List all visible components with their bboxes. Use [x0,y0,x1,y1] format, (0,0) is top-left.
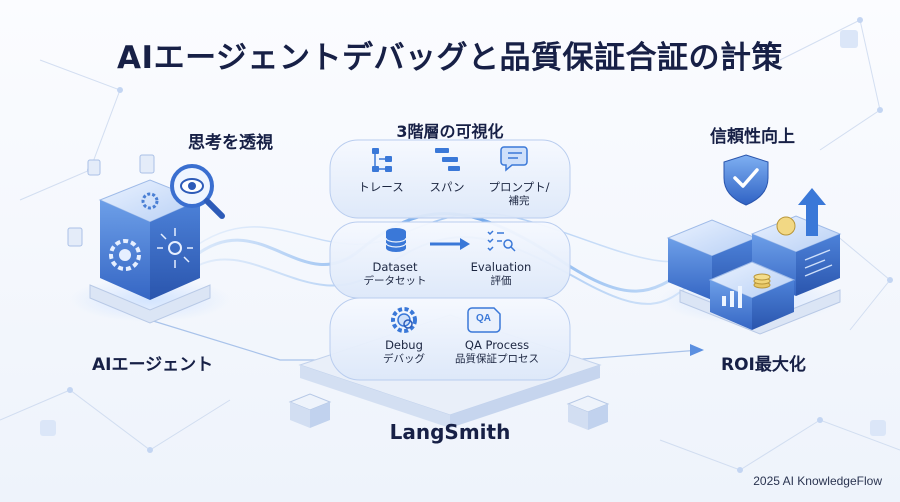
layer1-span: スパン [420,180,474,194]
background-nodes [40,17,893,473]
footer-credit: 2025 AI KnowledgeFlow [753,474,882,488]
evaluation-label: Evaluation [470,260,532,274]
layer2-dataset: Dataset データセット [350,260,440,288]
chat-bubble-icon [500,146,528,172]
roi-cluster-illustration [660,154,842,335]
label-ai-agent: AIエージェント [92,355,214,375]
arrow-right-icon [430,238,470,250]
coin-stack-icon [753,273,771,289]
layer2-evaluation: Evaluation 評価 [456,260,546,288]
completion-label: 補完 [508,195,530,207]
label-roi-maximization: ROI最大化 [721,355,806,375]
label-see-through-thinking: 思考を透視 [188,133,273,153]
dataset-label: Dataset [372,260,418,274]
qa-badge-icon [467,307,501,333]
layer1-trace: トレース [356,180,406,194]
agent-cube-illustration [67,154,230,324]
debug-label: Debug [385,338,423,352]
qa-icon-text: QA [476,313,491,324]
trace-label: トレース [358,180,404,194]
shield-check-icon [723,154,769,206]
layer1-prompt: プロンプト/ 補完 [482,180,556,208]
span-label: スパン [429,180,465,194]
trace-icon [372,148,392,172]
prompt-label: プロンプト/ [488,180,550,194]
debug-sub-label: デバッグ [383,353,425,365]
dataset-sub-label: データセット [363,275,427,287]
checklist-search-icon [487,230,516,252]
span-icon [435,148,460,171]
flow-arrow-head [690,344,704,356]
layer3-qa-process: QA Process 品質保証プロセス [442,338,552,366]
label-reliability-improvement: 信頼性向上 [710,127,795,147]
evaluation-sub-label: 評価 [490,275,512,287]
page-title: AIエージェントデバッグと品質保証合証の計策 [117,40,783,76]
qa-process-sub-label: 品質保証プロセス [455,353,539,365]
label-three-layer-visualization: 3階層の可視化 [396,122,504,141]
debug-gear-icon [391,307,417,333]
database-icon [385,228,407,252]
qa-process-label: QA Process [464,338,530,352]
label-langsmith: LangSmith [389,420,511,444]
layer3-debug: Debug デバッグ [366,338,442,366]
connector-lines [149,319,701,361]
